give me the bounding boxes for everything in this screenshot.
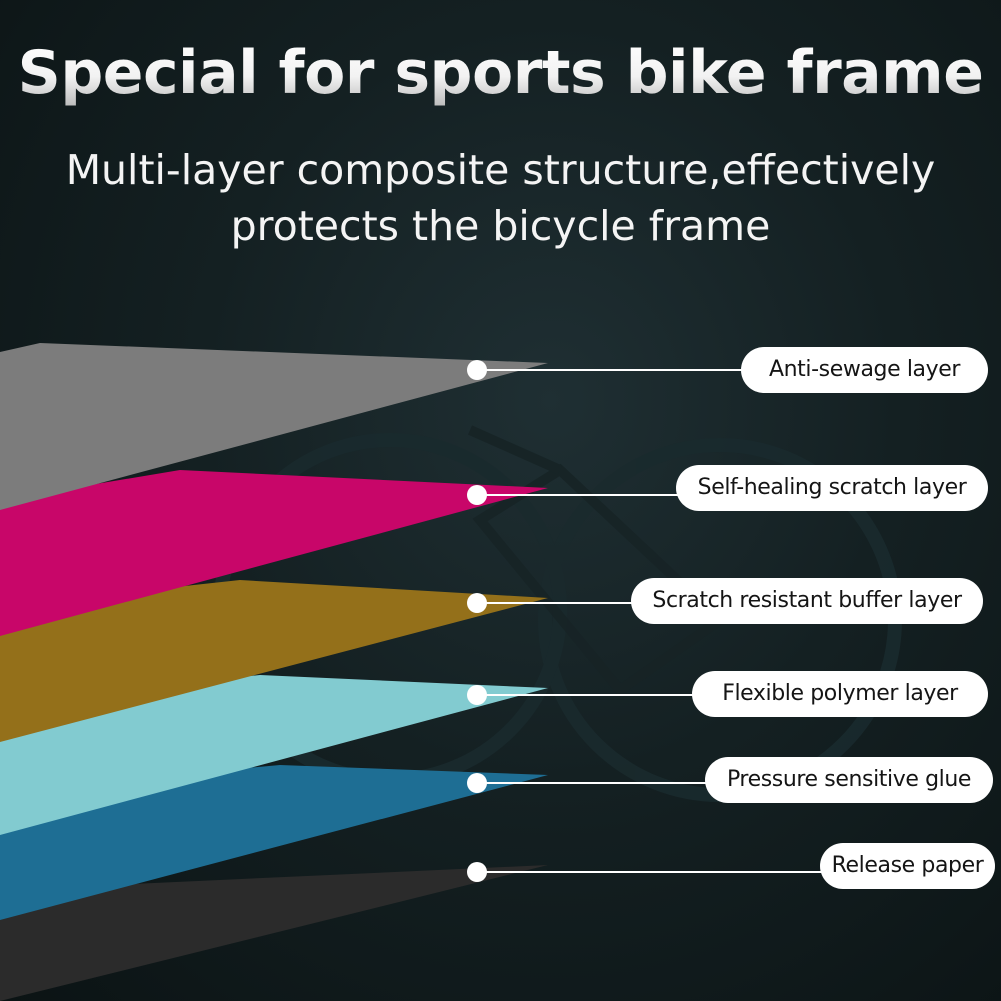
layer-label-buffer: Scratch resistant buffer layer <box>631 578 983 624</box>
layer-label-release-paper: Release paper <box>820 843 995 889</box>
subtitle-line-2: protects the bicycle frame <box>230 202 771 250</box>
leader-line-3 <box>485 602 635 604</box>
layer-marker-1 <box>467 360 487 380</box>
page-subtitle: Multi-layer composite structure,effectiv… <box>0 142 1001 254</box>
leader-line-5 <box>485 782 710 784</box>
leader-line-4 <box>485 694 695 696</box>
layer-marker-2 <box>467 485 487 505</box>
page-title: Special for sports bike frame <box>0 38 1001 108</box>
layer-band-buffer <box>0 580 548 742</box>
layer-marker-4 <box>467 685 487 705</box>
layer-band-self-healing <box>0 470 548 636</box>
layer-marker-6 <box>467 862 487 882</box>
layer-label-pressure-glue: Pressure sensitive glue <box>705 757 993 803</box>
leader-line-1 <box>485 369 745 371</box>
layer-band-anti-sewage <box>0 343 548 510</box>
layer-marker-5 <box>467 773 487 793</box>
layer-label-anti-sewage: Anti-sewage layer <box>741 347 988 393</box>
layer-band-pressure-glue <box>0 765 548 920</box>
leader-line-2 <box>485 494 680 496</box>
layer-label-self-healing: Self-healing scratch layer <box>676 465 988 511</box>
layer-label-flexible-polymer: Flexible polymer layer <box>692 671 988 717</box>
leader-line-6 <box>485 871 825 873</box>
layer-marker-3 <box>467 593 487 613</box>
layer-band-release-paper <box>0 865 548 1001</box>
layer-band-flexible-polymer <box>0 675 548 835</box>
subtitle-line-1: Multi-layer composite structure,effectiv… <box>65 146 936 194</box>
